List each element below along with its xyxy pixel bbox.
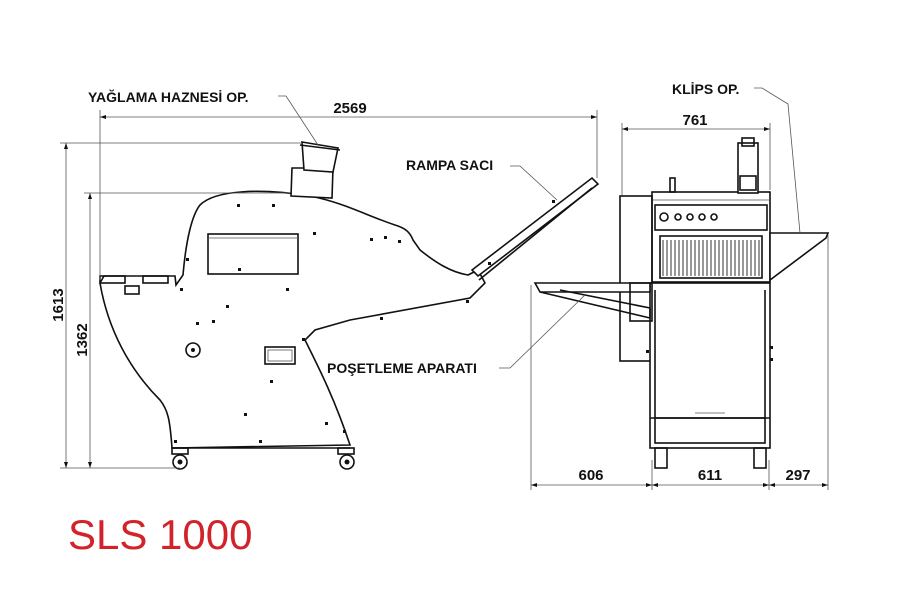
dim-total-height: 1613: [50, 288, 67, 321]
control-panel: [654, 204, 768, 231]
blade-lines: [662, 240, 760, 276]
access-plate: [264, 346, 296, 365]
front-body: [649, 282, 771, 449]
dim-base-width: 611: [698, 467, 722, 484]
front-panel: [207, 233, 299, 275]
side-view-body: [99, 190, 486, 449]
ramp-sheet: [470, 176, 600, 278]
dim-front-width: 761: [682, 112, 707, 129]
model-name: SLS 1000: [68, 511, 253, 558]
dim-body-height: 1362: [74, 323, 91, 356]
label-lubrication: YAĞLAMA HAZNESİ OP.: [88, 88, 249, 105]
blade-area: [659, 235, 763, 279]
clip-unit: [737, 142, 759, 194]
dim-bagging-depth: 606: [578, 467, 603, 484]
label-bagging: POŞETLEME APARATI: [327, 360, 477, 376]
side-view: 2569 1613 1362: [50, 95, 600, 470]
rivet-dots: [174, 204, 469, 443]
wheel-icon: [339, 454, 355, 470]
front-view: 761 606 611 297: [499, 87, 830, 490]
gauge-icon: [185, 342, 201, 358]
lubrication-tank: [290, 167, 334, 199]
side-flange: [619, 195, 653, 362]
dim-total-length: 2569: [333, 100, 366, 117]
clip-plate: [769, 232, 830, 282]
dim-clip-depth: 297: [785, 467, 810, 484]
bagging-tray: [533, 282, 651, 293]
wheel-icon: [172, 454, 188, 470]
label-ramp: RAMPA SACI: [406, 157, 493, 173]
label-clip: KLİPS OP.: [672, 81, 739, 97]
